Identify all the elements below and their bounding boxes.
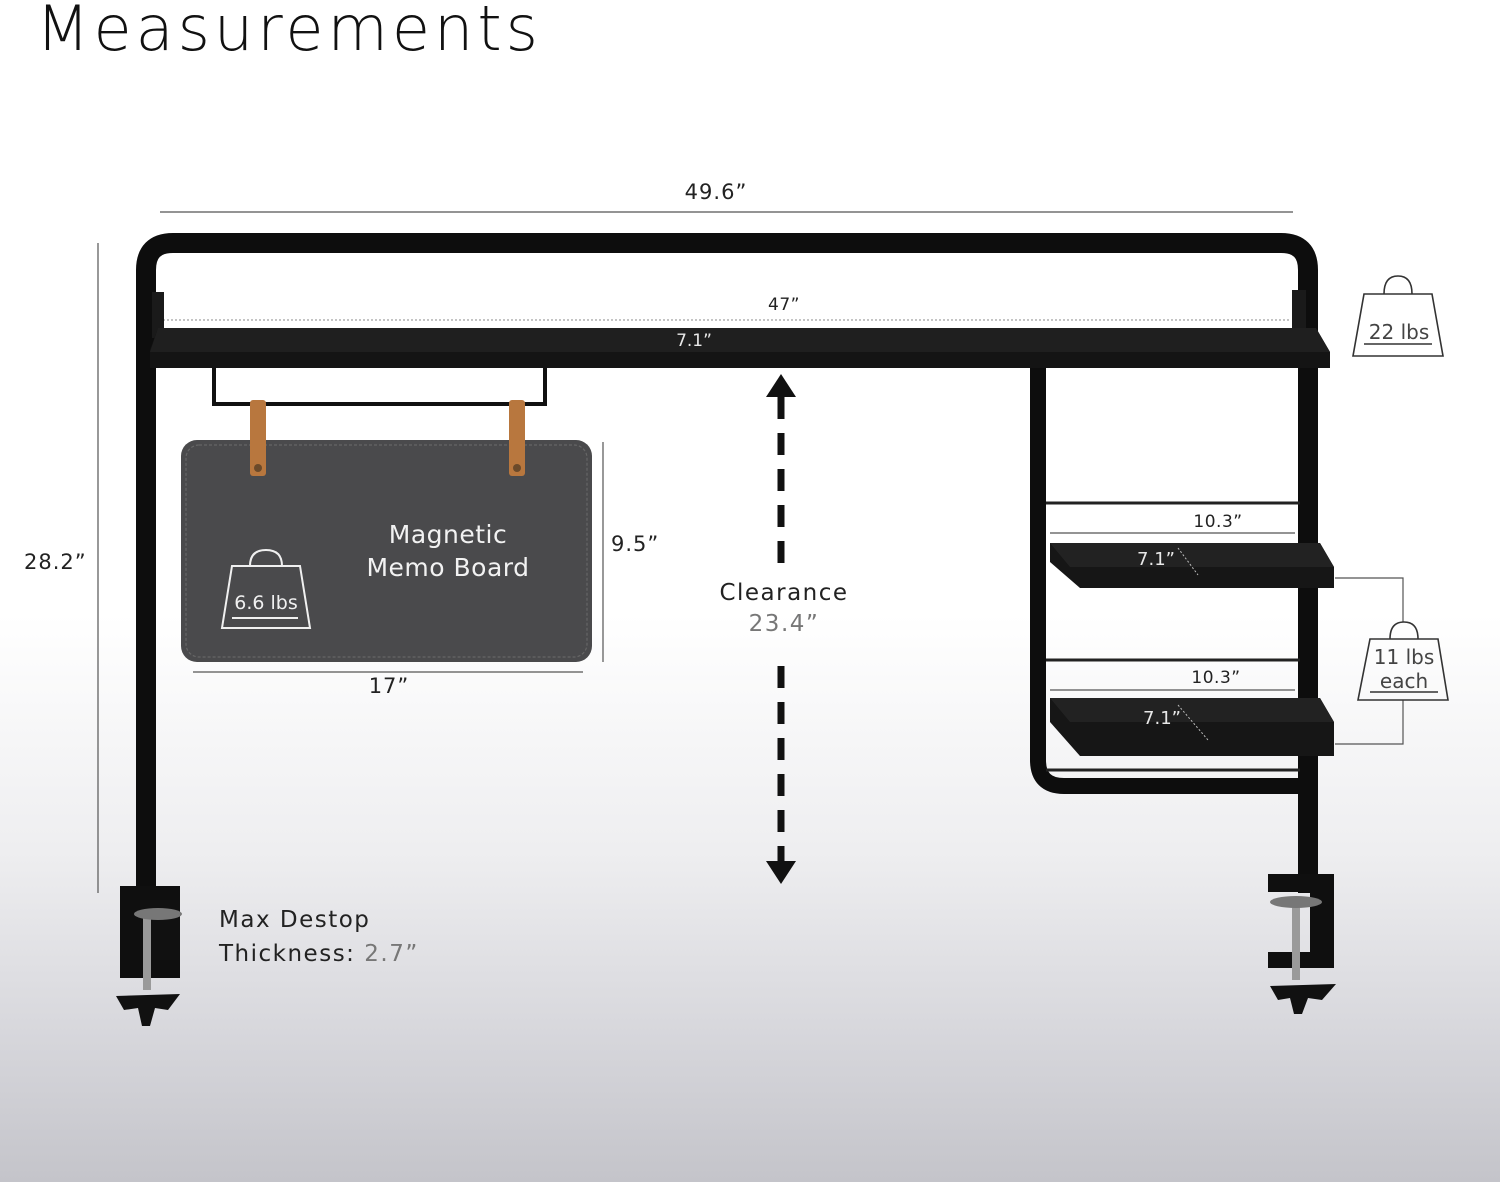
memo-hanging-rod bbox=[212, 368, 547, 406]
total-height-label: 28.2” bbox=[24, 550, 87, 574]
dimension-lines bbox=[97, 211, 1404, 893]
frame-top-rail bbox=[136, 233, 1318, 893]
top-shelf-depth-label: 7.1” bbox=[676, 331, 712, 351]
top-shelf-weight-icon bbox=[1352, 275, 1444, 357]
top-shelf-weight-label: 22 lbs bbox=[1368, 320, 1430, 344]
memo-title: Magnetic Memo Board bbox=[366, 518, 529, 584]
clearance-value: 23.4” bbox=[748, 611, 820, 637]
memo-strap-right bbox=[509, 400, 525, 476]
memo-height-label: 9.5” bbox=[611, 532, 660, 556]
clearance-label: Clearance 23.4” bbox=[719, 578, 848, 640]
desktop-thickness-prefix: Thickness: bbox=[219, 941, 356, 967]
memo-strap-left bbox=[250, 400, 266, 476]
top-shelf-back-left bbox=[152, 292, 164, 338]
side-shelf-frame bbox=[1030, 368, 1300, 794]
side-shelf-weight-icon bbox=[1357, 621, 1449, 701]
top-shelf-width-label: 47” bbox=[768, 295, 800, 315]
desktop-thickness-label: Max Destop Thickness: 2.7” bbox=[219, 903, 419, 971]
memo-felt bbox=[181, 440, 592, 662]
side-shelf-weight-value: 11 lbs bbox=[1373, 645, 1435, 669]
desk-frame bbox=[136, 233, 1334, 893]
memo-width-label: 17” bbox=[368, 674, 410, 698]
clearance-text: Clearance bbox=[719, 580, 849, 606]
side-shelf-2-width-label: 10.3” bbox=[1191, 668, 1241, 688]
clamp-left bbox=[116, 886, 182, 1026]
memo-weight-label: 6.6 lbs bbox=[234, 592, 298, 614]
side-shelf-weight-label: 11 lbs each bbox=[1374, 645, 1434, 693]
desktop-thickness-value: 2.7” bbox=[364, 941, 419, 967]
clearance-arrow bbox=[766, 374, 796, 884]
page-title: Measurements bbox=[36, 0, 542, 65]
side-shelf-weight-each: each bbox=[1379, 669, 1429, 693]
memo-title-line2: Memo Board bbox=[366, 553, 530, 582]
clamp-right bbox=[1268, 874, 1336, 1014]
memo-board bbox=[181, 400, 592, 662]
desktop-thickness-line1: Max Destop bbox=[219, 907, 371, 933]
memo-title-line1: Magnetic bbox=[388, 520, 508, 549]
total-width-label: 49.6” bbox=[684, 180, 748, 204]
side-shelf-bracket-lower bbox=[1335, 700, 1404, 745]
side-shelf-2-depth-label: 7.1” bbox=[1143, 708, 1181, 729]
side-shelf-1-width-label: 10.3” bbox=[1193, 512, 1243, 532]
side-shelf-bracket bbox=[1335, 577, 1404, 622]
side-shelf-1-depth-label: 7.1” bbox=[1137, 549, 1175, 570]
memo-weight-icon bbox=[220, 548, 312, 629]
top-shelf-back-right bbox=[1292, 290, 1306, 338]
